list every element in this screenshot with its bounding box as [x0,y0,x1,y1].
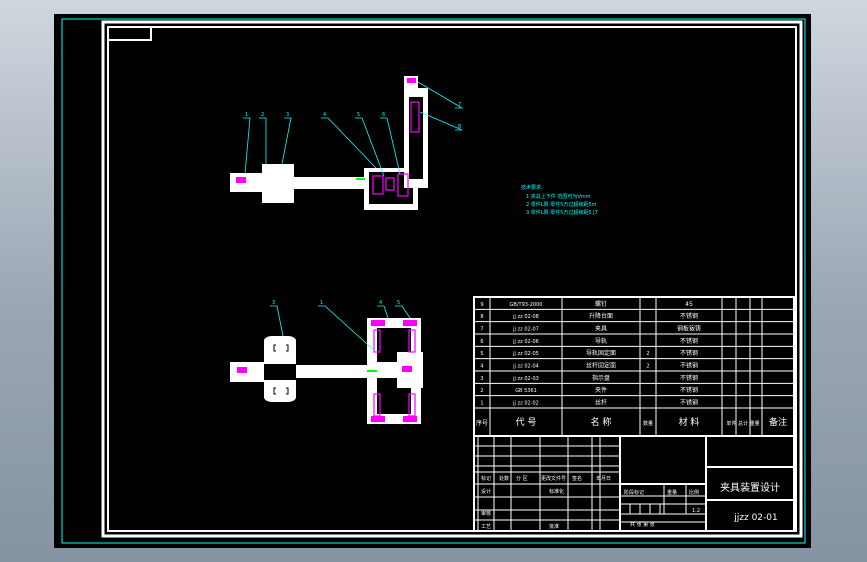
parts-cell-no: 1 [480,401,483,407]
parts-header-code: 代 号 [516,417,537,428]
parts-header-weight: 单件 总计 重量 [726,420,759,427]
parts-cell-code: jj zz 02-06 [512,339,539,345]
parts-cell-no: 8 [480,314,483,320]
parts-cell-name: 指示盘 [592,374,610,382]
callout-label-top: 1 [245,112,248,118]
parts-cell-code: GB 5361 [515,388,537,394]
notes-line-1: 1 夹具上下件 范围可为Vmm [526,193,591,200]
label-stage-mark: 阶段标记 [624,489,644,496]
label-date: 年月日 [596,475,611,482]
label-scale: 比例 [689,489,699,496]
label-review: 审核 [481,510,491,517]
parts-cell-name: 丝杆固定面 [586,362,616,370]
callout-label-bottom: 4 [379,300,382,306]
label-process: 工艺 [481,524,491,530]
top-view-assembly [230,76,428,210]
callout-label-bottom: 5 [397,300,400,306]
parts-cell-name: 丝杆 [595,399,607,407]
sheet-frame-outer [101,20,803,538]
notes-line-3: 3 零件L限 零件5万过超级距5 J7 [526,209,598,216]
parts-cell-material: 不锈钢 [680,399,698,407]
parts-cell-material: 不锈钢 [680,337,698,345]
scale-value: 1:2 [692,508,700,514]
parts-cell-name: 夹具 [595,325,607,333]
label-change-doc: 更改文件号 [541,475,566,482]
parts-cell-name: 导轨 [595,337,607,345]
callout-label-top: 7 [458,102,461,108]
callout-label-top: 3 [286,112,289,118]
parts-cell-no: 4 [480,364,483,370]
label-weight: 重量 [667,489,677,496]
parts-cell-name: 升降台面 [589,312,613,320]
parts-cell-material: 不锈钢 [680,374,698,382]
callout-label-top: 6 [382,112,385,118]
parts-cell-name: 螺钉 [595,300,607,308]
parts-cell-code: GB/T93-2000 [510,302,543,308]
callout-label-bottom: 3 [272,300,275,306]
top-view-leaders [243,81,464,177]
parts-cell-material: 不锈钢 [680,362,698,370]
parts-cell-code: jj zz 02-05 [512,351,539,357]
notes-line-2: 2 零件L限 零件5万过超级距5m [526,201,597,208]
label-zone: 分 区 [516,475,528,482]
parts-cell-no: 9 [480,302,483,308]
parts-header-material: 材 料 [679,416,700,428]
bottom-view-leaders [270,305,411,353]
bottom-view-assembly [230,318,423,424]
parts-cell-no: 7 [480,327,483,333]
parts-cell-no: 5 [480,351,483,357]
parts-cell-material: 不锈钢 [680,386,698,394]
parts-cell-material: 45 [685,301,693,308]
notes-heading: 技术要求: [521,184,543,191]
parts-cell-no: 3 [480,376,483,382]
parts-header-name: 名 称 [591,416,612,428]
parts-cell-no: 2 [480,388,483,394]
parts-cell-code: jj zz 02-08 [512,314,539,320]
canvas-border [61,18,806,544]
parts-cell-no: 6 [480,339,483,345]
parts-cell-code: jj zz 02-03 [512,376,539,382]
parts-cell-material: 不锈钢 [680,349,698,357]
label-count: 处数 [499,475,509,482]
parts-cell-code: jj zz 02-04 [512,364,539,370]
parts-cell-material: 钢板钣铸 [677,325,701,333]
parts-cell-code: jj zz 02-02 [512,401,539,407]
drawing-title: 夹具装置设计 [720,481,780,494]
model-canvas [54,14,811,548]
parts-header-qty: 数量 [643,420,653,427]
callout-label-top: 5 [357,112,360,118]
parts-header-remark: 备注 [769,416,787,428]
label-standard: 标准化 [549,488,564,495]
callout-label-top: 8 [458,124,461,130]
frame-corner-mark [108,27,152,41]
parts-cell-qty: 2 [646,364,649,370]
callout-label-top: 2 [261,112,264,118]
callout-label-bottom: 1 [320,300,323,306]
title-block: 夹具装置设计 jjzz 02-01 标记 处数 分 区 更改文件号 签名 年月日… [473,435,795,532]
sheet-frame-inner [107,26,797,532]
parts-cell-qty: 2 [646,351,649,357]
label-signature: 签名 [572,475,582,482]
parts-cell-material: 不锈钢 [680,312,698,320]
parts-cell-name: 夹件 [595,386,607,394]
callout-label-top: 4 [323,112,326,118]
parts-cell-name: 导轨固定面 [586,349,616,357]
label-approve: 批准 [549,523,559,530]
label-marks: 标记 [481,475,491,482]
label-sheets: 共 张 第 张 [630,521,655,528]
parts-header-no: 序号 [476,419,488,427]
drawing-number: jjzz 02-01 [733,513,777,523]
label-design: 设计 [481,488,491,495]
parts-cell-code: jj zz 02-07 [512,327,539,333]
